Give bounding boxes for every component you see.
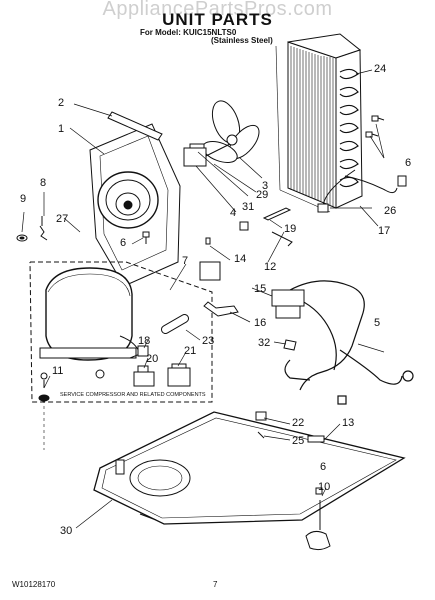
doc-number: W10128170: [12, 580, 56, 589]
callout-15: 15: [254, 283, 266, 295]
callout-7: 7: [182, 255, 188, 267]
callout-4: 4: [230, 207, 236, 219]
callout-16: 16: [254, 317, 266, 329]
callout-23: 23: [202, 335, 214, 347]
base-pan: [93, 411, 406, 525]
clip-part: [39, 216, 48, 241]
harness-connector-block: [271, 289, 305, 319]
tube-12: [271, 231, 293, 247]
callout-26: 26: [384, 205, 396, 217]
callout-labels: 2 1 3 4 5 6 6 6 7 8 9 10 11 12 13 14 15 …: [20, 63, 411, 537]
callout-8: 8: [40, 177, 46, 189]
screw-25: [257, 431, 265, 439]
fan-blade: [202, 100, 260, 163]
callout-19: 19: [284, 223, 296, 235]
fan-shroud: [89, 123, 181, 287]
thermistor: [283, 339, 297, 351]
callout-5: 5: [374, 317, 380, 329]
overload-protector: [167, 363, 191, 387]
callout-29: 29: [256, 189, 268, 201]
callout-20: 20: [146, 353, 158, 365]
callout-32: 32: [258, 337, 270, 349]
shroud-gasket: [107, 111, 163, 141]
fan-motor: [183, 143, 231, 167]
filter-drier: [160, 314, 190, 334]
callout-1: 1: [58, 123, 64, 135]
callout-14: 14: [234, 253, 246, 265]
page-number: 7: [213, 580, 218, 589]
callout-25: 25: [292, 435, 304, 447]
wire-harness: [284, 280, 414, 405]
finish-line: (Stainless Steel): [211, 36, 273, 45]
callout-2: 2: [58, 97, 64, 109]
callout-6-condenser: 6: [405, 157, 411, 169]
callout-17: 17: [378, 225, 390, 237]
condenser-coil: [275, 33, 363, 213]
callout-9: 9: [20, 193, 26, 205]
callout-11: 11: [52, 365, 63, 377]
compressor: [39, 267, 141, 388]
leveling-leg: [305, 487, 331, 551]
callout-18: 18: [138, 335, 150, 347]
callout-22: 22: [292, 417, 304, 429]
bracket-16: [203, 301, 239, 317]
callout-24: 24: [374, 63, 386, 75]
callout-31: 31: [242, 201, 254, 213]
cable-tie: [239, 207, 292, 231]
watermark: AppliancePartsPros.com: [102, 0, 333, 20]
callout-21: 21: [184, 345, 196, 357]
callout-13: 13: [342, 417, 354, 429]
shroud-bolt: [142, 231, 150, 244]
grommet-part: [16, 234, 28, 242]
callout-6-shroud: 6: [120, 237, 126, 249]
model-line: For Model: KUIC15NLTS0: [140, 28, 237, 37]
compressor-group-outline: [29, 261, 213, 403]
water-fitting: [307, 435, 325, 443]
start-relay: [133, 365, 155, 387]
compressor-note: SERVICE COMPRESSOR AND RELATED COMPONENT…: [60, 392, 206, 398]
leader-lines: [21, 69, 385, 529]
callout-6-leg: 6: [320, 461, 326, 473]
solenoid: [199, 237, 221, 281]
callout-10: 10: [318, 481, 330, 493]
relay-cover: [137, 345, 149, 357]
callout-12: 12: [264, 261, 276, 273]
sensor-wire: [317, 169, 407, 213]
page-title: UNIT PARTS: [162, 10, 273, 29]
bracket-22: [255, 411, 267, 421]
callout-27: 27: [56, 213, 68, 225]
callout-30: 30: [60, 525, 72, 537]
callout-3: 3: [262, 180, 268, 192]
condenser-screws: [365, 115, 385, 138]
